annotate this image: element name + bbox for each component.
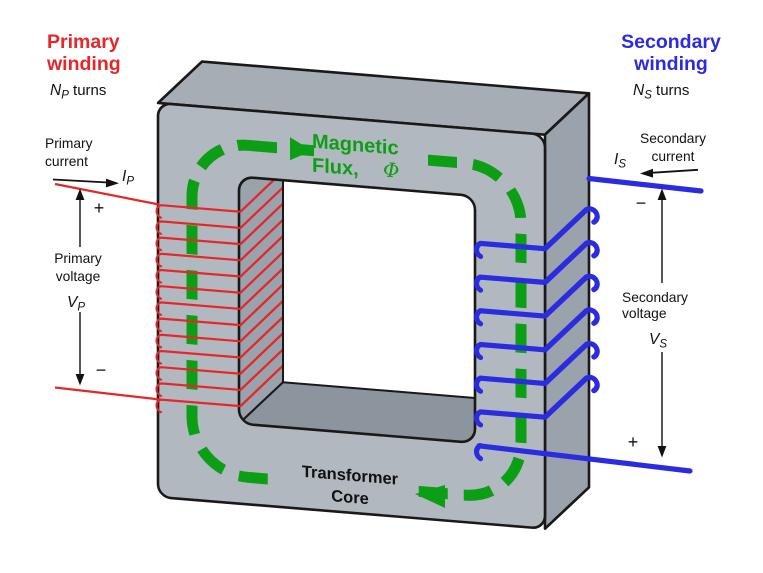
primary-plus-sign: + bbox=[94, 198, 105, 218]
secondary-current-arrow bbox=[640, 168, 699, 178]
secondary-coil-turn bbox=[473, 206, 600, 260]
secondary-current-label-line2: current bbox=[652, 149, 695, 164]
primary-wire-top bbox=[54, 182, 160, 206]
primary-coil-turn bbox=[155, 268, 242, 284]
secondary-voltage-label-line1: Secondary bbox=[622, 290, 688, 305]
core-label-mask bbox=[277, 452, 413, 514]
secondary-coil-turn bbox=[473, 341, 600, 394]
window-opening bbox=[239, 176, 475, 443]
secondary-coil bbox=[473, 206, 600, 462]
primary-coil-turn bbox=[155, 382, 242, 398]
primary-coil-back-turn bbox=[239, 202, 284, 245]
arrow-down-icon bbox=[657, 446, 667, 458]
primary-coil-back-turn bbox=[239, 218, 284, 262]
primary-voltage-arrow bbox=[75, 188, 85, 386]
arrow-up-icon bbox=[75, 188, 85, 200]
secondary-coil-turn bbox=[473, 273, 600, 327]
primary-winding-title-line1: Primary bbox=[47, 31, 120, 53]
core-front-face bbox=[156, 102, 547, 529]
primary-current-label-line2: current bbox=[45, 154, 88, 169]
secondary-current-label-line1: Secondary bbox=[640, 131, 706, 146]
arrow-up-icon bbox=[657, 188, 667, 200]
secondary-winding-title-line1: Secondary bbox=[621, 31, 721, 53]
primary-coil-turn bbox=[155, 333, 242, 349]
primary-turns-label: NP turns bbox=[50, 82, 106, 102]
secondary-minus-sign: − bbox=[636, 193, 647, 213]
primary-coil-back-turn bbox=[239, 251, 284, 294]
arrow-left-icon bbox=[640, 168, 653, 178]
flux-phi-symbol: Φ bbox=[383, 157, 399, 182]
primary-coil-turn bbox=[155, 204, 242, 219]
primary-current-symbol: IP bbox=[122, 168, 134, 188]
primary-current-label-line1: Primary bbox=[45, 136, 93, 151]
secondary-turns-label: NS turns bbox=[633, 82, 689, 102]
primary-coil-turn bbox=[155, 236, 242, 252]
secondary-coil-turn bbox=[473, 307, 600, 361]
primary-coil-back-turn bbox=[239, 186, 284, 229]
primary-voltage-label-line2: voltage bbox=[56, 269, 101, 284]
arrow-down-icon bbox=[75, 374, 85, 386]
primary-coil bbox=[155, 204, 242, 414]
primary-coil-turn bbox=[155, 252, 242, 268]
primary-current-arrow bbox=[52, 178, 119, 188]
flux-arrow-right-icon bbox=[290, 137, 312, 161]
primary-wire-bottom bbox=[54, 386, 162, 401]
primary-coil-turn bbox=[155, 349, 242, 365]
inner-bottom-back-edge bbox=[283, 381, 475, 403]
secondary-voltage-arrow bbox=[657, 188, 667, 458]
secondary-coil-turn bbox=[473, 374, 600, 428]
primary-coil-back-turn bbox=[239, 332, 284, 375]
primary-minus-sign: − bbox=[96, 360, 107, 380]
flux-arrow-left-icon bbox=[415, 484, 445, 508]
primary-coil-back-turn bbox=[239, 364, 284, 407]
core-inner-bottom-face bbox=[239, 382, 475, 443]
primary-coil-turn bbox=[155, 301, 242, 317]
primary-coil-back-turn bbox=[239, 299, 284, 343]
secondary-coil-turn bbox=[473, 240, 600, 293]
secondary-voltage-label-line2: voltage bbox=[622, 306, 667, 321]
primary-coil-turn bbox=[155, 220, 242, 236]
primary-coil-back-turn bbox=[239, 267, 284, 310]
primary-coil-turn bbox=[155, 285, 242, 300]
primary-voltage-label-line1: Primary bbox=[54, 251, 102, 266]
transformer-core: Magnetic Flux, Φ Transformer Core bbox=[155, 60, 600, 530]
primary-coil-back-turn bbox=[239, 283, 284, 326]
primary-coil-back-turn bbox=[239, 316, 284, 359]
primary-voltage-symbol: VP bbox=[67, 294, 85, 314]
secondary-plus-sign: + bbox=[628, 432, 639, 452]
flux-label-line2: Flux, bbox=[312, 155, 359, 181]
inner-corner-edge bbox=[239, 381, 284, 425]
secondary-wire-bottom bbox=[476, 443, 693, 474]
primary-coil-back-turn bbox=[239, 235, 284, 278]
secondary-wire-top bbox=[586, 175, 704, 194]
secondary-winding-title-line2: winding bbox=[633, 53, 708, 75]
primary-coil-back-turn bbox=[239, 348, 284, 391]
core-label-line2: Core bbox=[331, 486, 369, 508]
flux-label-mask bbox=[314, 121, 424, 181]
primary-coil-turn bbox=[155, 366, 242, 381]
primary-coil-turn bbox=[155, 317, 242, 333]
secondary-current-symbol: IS bbox=[614, 151, 626, 171]
core-window-interior bbox=[239, 176, 475, 443]
secondary-voltage-symbol: VS bbox=[649, 331, 667, 351]
arrow-right-icon bbox=[106, 178, 119, 188]
primary-winding-title-line2: winding bbox=[46, 53, 121, 75]
